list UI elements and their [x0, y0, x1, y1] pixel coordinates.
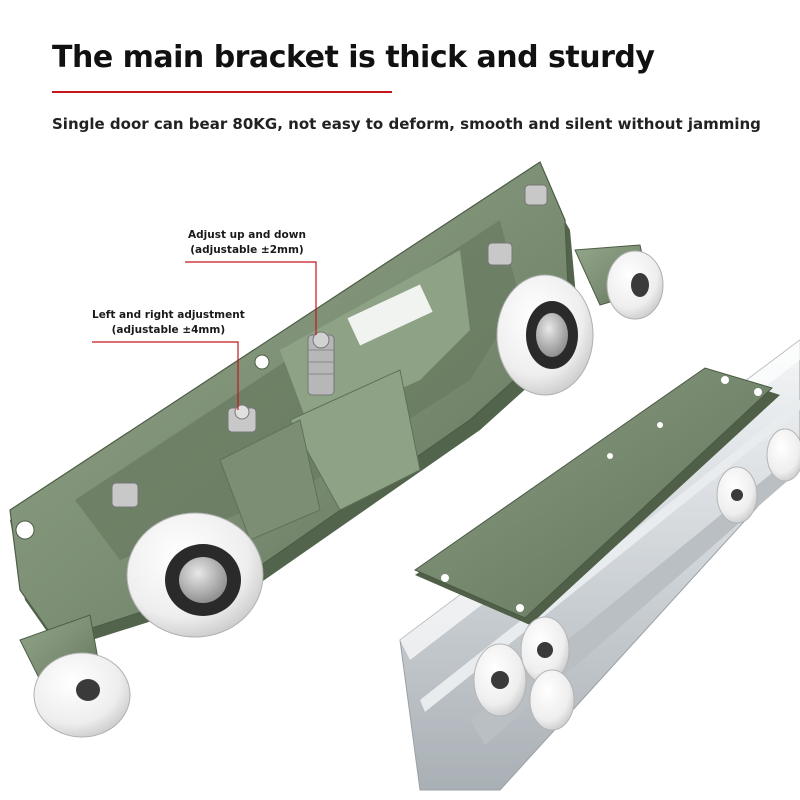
- bracket-wheels: [33, 250, 664, 738]
- callout-up-down: Adjust up and down (adjustable ±2mm): [188, 228, 306, 258]
- callout-left-right-title: Left and right adjustment: [92, 309, 245, 321]
- mounted-hanger-assembly: [413, 367, 800, 731]
- title-underline: [52, 91, 392, 93]
- callout-leaders: [92, 261, 317, 410]
- callout-left-right-detail: (adjustable ±4mm): [111, 324, 226, 336]
- page-subtitle: Single door can bear 80KG, not easy to d…: [52, 115, 761, 133]
- vertical-adjust-screw: [307, 331, 335, 396]
- horizontal-adjust-screw: [227, 404, 257, 433]
- main-bracket: [9, 161, 651, 691]
- page-title: The main bracket is thick and sturdy: [52, 40, 655, 75]
- callout-up-down-detail: (adjustable ±2mm): [190, 244, 304, 256]
- product-photo: [9, 161, 800, 791]
- callout-left-right: Left and right adjustment (adjustable ±4…: [92, 308, 245, 338]
- callout-up-down-title: Adjust up and down: [188, 229, 306, 241]
